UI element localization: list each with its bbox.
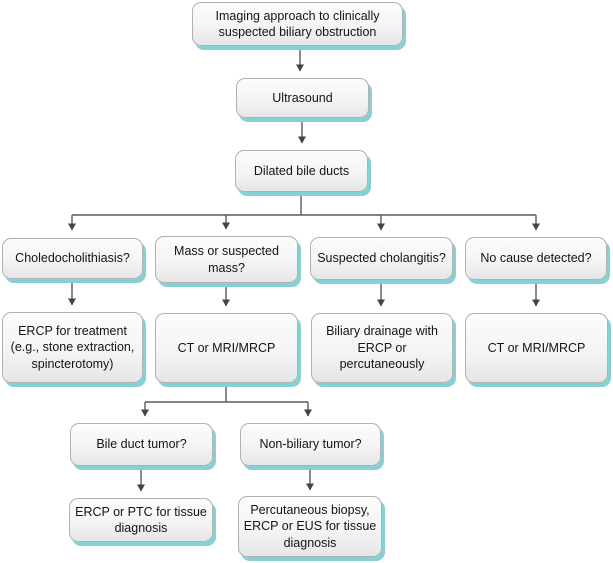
flowchart-node-mass-or-suspected-mass: Mass or suspected mass?: [155, 236, 298, 283]
flowchart-node-no-cause-detected: No cause detected?: [465, 237, 607, 280]
flowchart-node-imaging-approach: Imaging approach to clinically suspected…: [192, 2, 403, 46]
flowchart-node-ct-or-mri-mrcp-no-cause: CT or MRI/MRCP: [465, 313, 608, 383]
flowchart-node-choledocholithiasis: Choledocholithiasis?: [2, 238, 143, 279]
flowchart-node-ct-or-mri-mrcp-mass: CT or MRI/MRCP: [155, 313, 298, 383]
flowchart-node-biliary-drainage: Biliary drainage with ERCP or percutaneo…: [311, 313, 453, 383]
flowchart-node-ercp-for-treatment: ERCP for treatment (e.g., stone extracti…: [2, 312, 143, 383]
flowchart-node-suspected-cholangitis: Suspected cholangitis?: [310, 237, 453, 280]
flowchart-node-non-biliary-tumor: Non-biliary tumor?: [240, 423, 381, 466]
flowchart-node-ultrasound: Ultrasound: [236, 78, 369, 118]
flowchart-node-bile-duct-tumor: Bile duct tumor?: [70, 423, 213, 466]
flowchart-node-percutaneous-biopsy-tissue-diagnosis: Percutaneous biopsy, ERCP or EUS for tis…: [238, 496, 382, 557]
flowchart-node-dilated-bile-ducts: Dilated bile ducts: [235, 150, 368, 192]
flowchart-node-ercp-or-ptc-tissue-diagnosis: ERCP or PTC for tissue diagnosis: [69, 498, 213, 542]
